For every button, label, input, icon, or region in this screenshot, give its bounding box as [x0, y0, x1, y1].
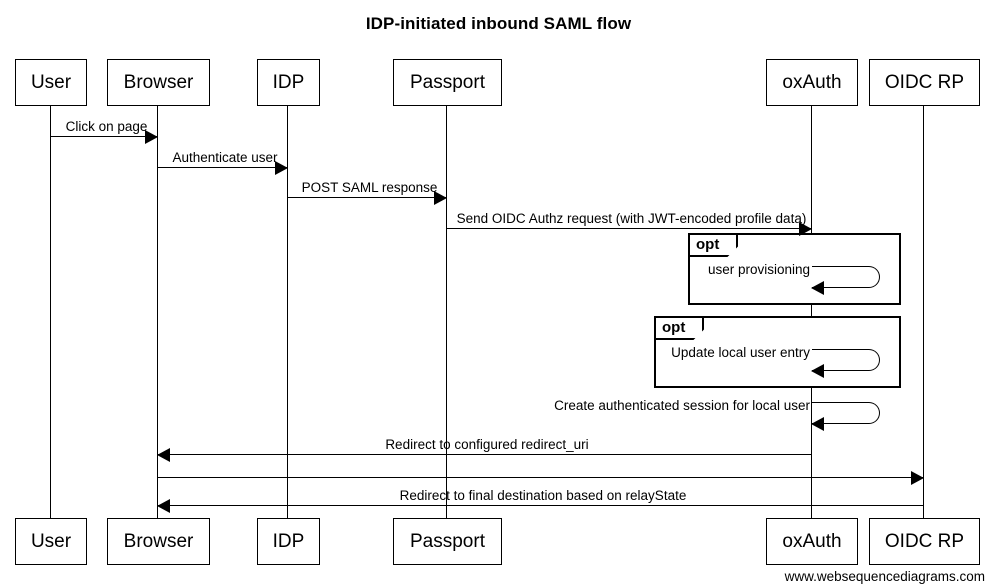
participant-label: oxAuth	[782, 531, 842, 552]
participant-oidcrp-top[interactable]: OIDC RP	[869, 59, 980, 106]
participant-passport-top[interactable]: Passport	[393, 59, 502, 106]
message-label-8: Redirect to configured redirect_uri	[385, 437, 589, 452]
participant-label: Browser	[123, 72, 194, 93]
participant-label: OIDC RP	[884, 531, 965, 552]
self-message-loop-5	[812, 266, 880, 288]
participant-label: Passport	[410, 72, 485, 93]
participant-user-top[interactable]: User	[15, 59, 87, 106]
fragment-opt-1	[688, 233, 901, 305]
watermark-footer: www.websequencediagrams.com	[784, 569, 985, 584]
fragment-tag-label: opt	[662, 318, 686, 336]
arrowhead-3	[434, 190, 447, 205]
lifeline-browser	[157, 106, 159, 518]
fragment-tag-opt-2: opt	[656, 318, 704, 340]
arrowhead-7	[811, 417, 824, 431]
participant-label: User	[30, 72, 72, 93]
message-label-4: Send OIDC Authz request (with JWT-encode…	[456, 211, 807, 226]
message-line-4	[447, 228, 812, 229]
message-line-8	[158, 454, 812, 455]
message-label-10: Redirect to final destination based on r…	[399, 488, 687, 503]
arrowhead-4	[799, 221, 812, 236]
arrowhead-6	[811, 364, 824, 378]
message-label-2: Authenticate user	[172, 150, 278, 165]
participant-label: OIDC RP	[884, 72, 965, 93]
arrowhead-2	[275, 160, 288, 175]
message-label-3: POST SAML response	[301, 180, 438, 195]
message-label-6: Update local user entry	[671, 345, 810, 360]
participant-passport-bottom[interactable]: Passport	[393, 518, 502, 565]
participant-label: IDP	[272, 72, 305, 93]
fragment-tag-label: opt	[696, 235, 720, 253]
message-line-1	[51, 136, 158, 137]
arrowhead-9	[911, 470, 924, 485]
participant-label: Passport	[410, 531, 485, 552]
participant-oidcrp-bottom[interactable]: OIDC RP	[869, 518, 980, 565]
participant-oxauth-top[interactable]: oxAuth	[766, 59, 858, 106]
participant-label: IDP	[272, 531, 305, 552]
fragment-tag-opt-1: opt	[690, 235, 738, 257]
message-label-7: Create authenticated session for local u…	[554, 398, 810, 413]
message-line-9	[158, 477, 924, 478]
arrowhead-5	[811, 281, 824, 295]
participant-idp-bottom[interactable]: IDP	[257, 518, 320, 565]
lifeline-user	[50, 106, 52, 518]
participant-label: oxAuth	[782, 72, 842, 93]
participant-label: User	[30, 531, 72, 552]
message-line-10	[158, 505, 924, 506]
message-label-5: user provisioning	[707, 262, 810, 277]
self-message-loop-6	[812, 349, 880, 371]
arrowhead-8	[157, 447, 170, 462]
lifeline-oxauth	[811, 106, 813, 518]
participant-label: Browser	[123, 531, 194, 552]
arrowhead-10	[157, 498, 170, 513]
message-label-1: Click on page	[65, 119, 148, 134]
self-message-loop-7	[812, 402, 880, 424]
lifeline-idp	[287, 106, 289, 518]
participant-oxauth-bottom[interactable]: oxAuth	[766, 518, 858, 565]
diagram-title: IDP-initiated inbound SAML flow	[365, 14, 632, 33]
message-line-3	[288, 197, 447, 198]
lifeline-passport	[446, 106, 448, 518]
lifeline-oidcrp	[923, 106, 925, 518]
participant-browser-bottom[interactable]: Browser	[107, 518, 210, 565]
arrowhead-1	[145, 129, 158, 144]
participant-idp-top[interactable]: IDP	[257, 59, 320, 106]
participant-browser-top[interactable]: Browser	[107, 59, 210, 106]
message-line-2	[158, 167, 288, 168]
participant-user-bottom[interactable]: User	[15, 518, 87, 565]
